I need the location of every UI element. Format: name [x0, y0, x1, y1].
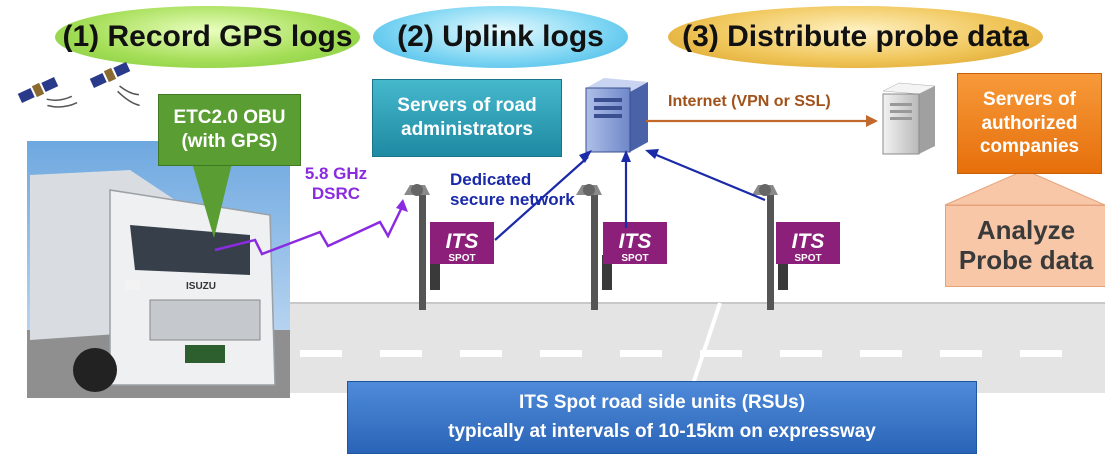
- internet-link: [646, 115, 878, 127]
- svg-text:ITS: ITS: [619, 230, 652, 253]
- svg-text:ITS: ITS: [446, 230, 479, 253]
- svg-text:SPOT: SPOT: [448, 253, 475, 264]
- server-icon: [585, 78, 648, 153]
- obu-callout: ETC2.0 OBU (with GPS): [158, 94, 301, 166]
- svg-text:ITS: ITS: [792, 230, 825, 253]
- road: [290, 302, 1105, 394]
- step-distribute-probe-data: (3) Distribute probe data: [668, 6, 1043, 68]
- step-uplink-logs: (2) Uplink logs: [373, 6, 628, 68]
- svg-text:SPOT: SPOT: [621, 253, 648, 264]
- its-spot-sign: ITS SPOT: [430, 222, 494, 264]
- its-spot-sign: ITS SPOT: [776, 222, 840, 264]
- svg-text:SPOT: SPOT: [794, 253, 821, 264]
- analyze-arrow: [944, 169, 1105, 206]
- dsrc-label: 5.8 GHz DSRC: [304, 164, 368, 203]
- satellite-icon: [89, 62, 140, 107]
- rsu-description-box: ITS Spot road side units (RSUs) typicall…: [347, 381, 977, 454]
- rsu-antenna-icon: [576, 184, 612, 310]
- server-icon: [882, 82, 936, 155]
- internet-label: Internet (VPN or SSL): [668, 93, 831, 110]
- step-record-gps-logs: (1) Record GPS logs: [55, 6, 360, 68]
- analyze-probe-data-box: Analyze Probe data: [945, 205, 1105, 287]
- truck-brand: ISUZU: [186, 281, 216, 292]
- truck-photo: ISUZU: [27, 141, 290, 398]
- dsrc-link: [214, 204, 405, 256]
- dedicated-network-label: Dedicated secure network: [450, 170, 575, 209]
- rsu-antenna-icon: [752, 184, 788, 310]
- rsu-antenna-icon: [404, 184, 440, 310]
- company-servers-box: Servers of authorized companies: [957, 73, 1102, 174]
- admin-servers-box: Servers of road administrators: [372, 79, 562, 157]
- secure-network-arrows: [494, 149, 766, 241]
- its-spot-sign: ITS SPOT: [603, 222, 667, 264]
- satellite-icon: [17, 77, 78, 108]
